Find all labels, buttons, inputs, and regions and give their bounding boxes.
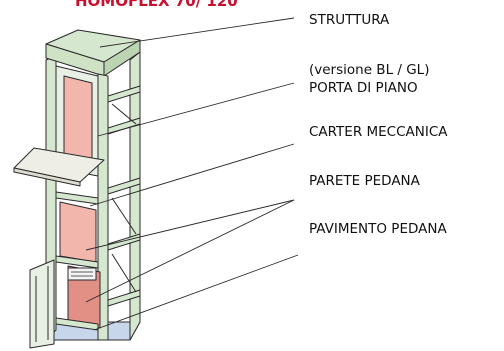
leader-pavimento	[93, 254, 299, 331]
leader-lines	[85, 17, 299, 331]
leader-parete	[85, 199, 295, 251]
control-box	[67, 267, 97, 281]
label-pavimento: PAVIMENTO PEDANA	[309, 221, 447, 237]
leader-carter	[89, 143, 295, 207]
lower-door	[29, 259, 55, 349]
bracing	[111, 103, 137, 293]
labels: STRUTTURA (versione BL / GL) PORTA DI PI…	[309, 12, 448, 237]
label-struttura: STRUTTURA	[309, 12, 390, 28]
carter-shelf-edge	[13, 167, 81, 187]
label-parete: PARETE PEDANA	[309, 173, 421, 189]
leader-parete-2	[85, 199, 295, 303]
lift-illustration	[13, 29, 141, 349]
wall-panel	[59, 201, 97, 263]
label-porta-version: (versione BL / GL)	[309, 62, 429, 78]
leader-porta	[97, 82, 295, 137]
top-cap-side	[103, 39, 141, 77]
leader-struttura	[99, 17, 295, 48]
diagram-title: HOMOFLEX 70/ 120	[75, 0, 238, 10]
label-carter: CARTER MECCANICA	[309, 124, 448, 140]
label-porta: PORTA DI PIANO	[309, 80, 418, 96]
